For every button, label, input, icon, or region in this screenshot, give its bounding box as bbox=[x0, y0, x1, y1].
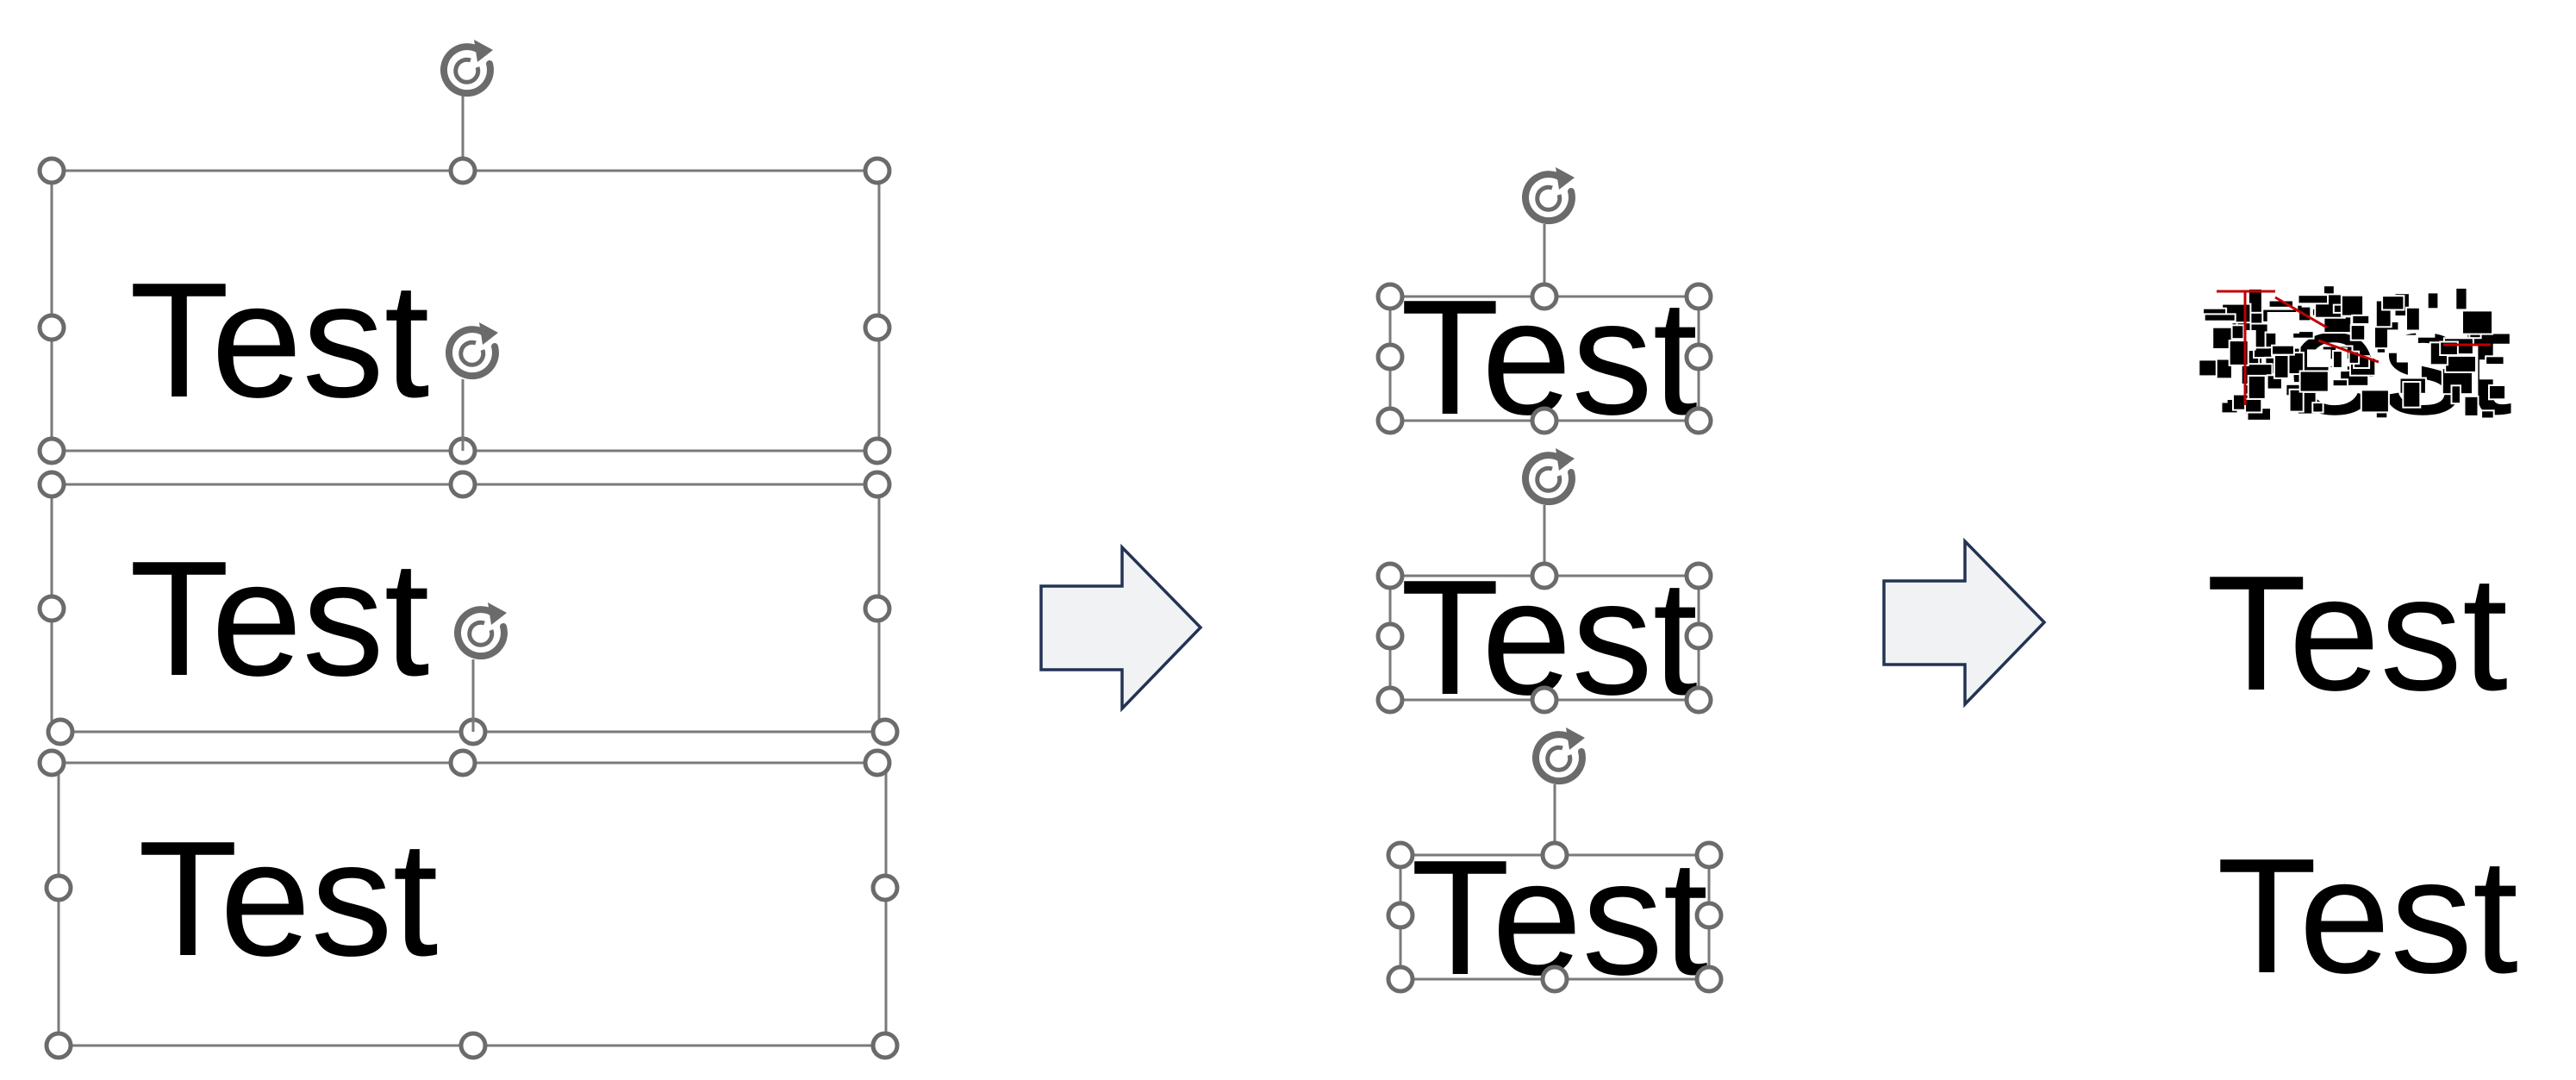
resize-handle-icon[interactable] bbox=[1530, 685, 1559, 715]
resize-handle-icon[interactable] bbox=[1375, 282, 1405, 311]
resize-handle-icon[interactable] bbox=[863, 313, 892, 342]
text-box-3[interactable]: Test bbox=[37, 602, 900, 1060]
resize-handle-icon[interactable] bbox=[870, 873, 900, 902]
resize-handle-icon[interactable] bbox=[1375, 342, 1405, 371]
resize-handle-icon[interactable] bbox=[448, 470, 477, 499]
resize-handle-icon[interactable] bbox=[1375, 685, 1405, 715]
resize-handle-icon[interactable] bbox=[863, 470, 892, 499]
right-arrow-icon bbox=[1882, 537, 2047, 709]
resize-handle-icon[interactable] bbox=[1386, 965, 1415, 994]
resize-handle-icon[interactable] bbox=[37, 748, 66, 777]
resize-handle-icon[interactable] bbox=[37, 470, 66, 499]
rotation-handle-icon[interactable] bbox=[449, 322, 498, 376]
rotation-handle-icon[interactable] bbox=[1536, 727, 1585, 781]
resize-handle-icon[interactable] bbox=[1684, 621, 1713, 651]
resize-handle-icon[interactable] bbox=[863, 748, 892, 777]
resize-handle-icon[interactable] bbox=[1540, 840, 1569, 870]
resize-handle-icon[interactable] bbox=[448, 156, 477, 185]
resize-handle-icon[interactable] bbox=[37, 156, 66, 185]
resize-handle-icon[interactable] bbox=[1386, 901, 1415, 930]
resize-handle-icon[interactable] bbox=[863, 156, 892, 185]
resize-handle-icon[interactable] bbox=[1684, 406, 1713, 435]
resize-handle-icon[interactable] bbox=[1694, 840, 1724, 870]
result-text-row-3: Test bbox=[2217, 825, 2518, 1008]
text-box-3-label: Test bbox=[138, 808, 438, 990]
resize-handle-icon[interactable] bbox=[46, 717, 75, 746]
resize-handle-icon[interactable] bbox=[1540, 965, 1569, 994]
text-box-2-label: Test bbox=[129, 528, 429, 710]
text-box-2[interactable]: Test bbox=[37, 322, 900, 746]
text-box-1[interactable]: Test bbox=[37, 40, 892, 465]
resize-handle-icon[interactable] bbox=[863, 594, 892, 623]
resize-handle-icon[interactable] bbox=[37, 594, 66, 623]
resize-handle-icon[interactable] bbox=[870, 717, 900, 746]
resize-handle-icon[interactable] bbox=[1530, 561, 1559, 590]
rotation-handle-icon[interactable] bbox=[458, 602, 507, 656]
stage-2-tight-text-boxes: Test Test bbox=[1375, 167, 1724, 1009]
resize-handle-icon[interactable] bbox=[1375, 561, 1405, 590]
glitch-artifacts bbox=[2198, 284, 2511, 421]
resize-handle-icon[interactable] bbox=[1530, 282, 1559, 311]
resize-handle-icon[interactable] bbox=[1684, 342, 1713, 371]
resize-handle-icon[interactable] bbox=[37, 436, 66, 465]
resize-handle-icon[interactable] bbox=[44, 873, 73, 902]
rotation-handle-icon[interactable] bbox=[1525, 167, 1575, 221]
text-box-1-label: Test bbox=[129, 249, 429, 432]
tight-text-box-2[interactable]: Test bbox=[1375, 448, 1713, 729]
stage-3-result: Test Test Test bbox=[2198, 278, 2518, 1008]
result-text-row-2: Test bbox=[2206, 542, 2508, 725]
resize-handle-icon[interactable] bbox=[863, 436, 892, 465]
resize-handle-icon[interactable] bbox=[458, 1031, 488, 1060]
rotation-handle-icon[interactable] bbox=[444, 40, 493, 93]
resize-handle-icon[interactable] bbox=[1684, 282, 1713, 311]
right-arrow-icon bbox=[1039, 543, 1203, 713]
resize-handle-icon[interactable] bbox=[1386, 840, 1415, 870]
resize-handle-icon[interactable] bbox=[1684, 685, 1713, 715]
resize-handle-icon[interactable] bbox=[448, 748, 477, 777]
resize-handle-icon[interactable] bbox=[37, 313, 66, 342]
resize-handle-icon[interactable] bbox=[1375, 621, 1405, 651]
resize-handle-icon[interactable] bbox=[1694, 965, 1724, 994]
resize-handle-icon[interactable] bbox=[1684, 561, 1713, 590]
tight-text-box-1[interactable]: Test bbox=[1375, 167, 1713, 449]
corrupted-text-row: Test bbox=[2198, 278, 2512, 446]
resize-handle-icon[interactable] bbox=[870, 1031, 900, 1060]
resize-handle-icon[interactable] bbox=[1530, 406, 1559, 435]
rotation-handle-icon[interactable] bbox=[1525, 448, 1575, 502]
resize-handle-icon[interactable] bbox=[1375, 406, 1405, 435]
stage-1-large-text-boxes: Test Test bbox=[37, 40, 900, 1060]
tight-text-box-3[interactable]: Test bbox=[1386, 727, 1724, 1009]
resize-handle-icon[interactable] bbox=[1694, 901, 1724, 930]
resize-handle-icon[interactable] bbox=[44, 1031, 73, 1060]
